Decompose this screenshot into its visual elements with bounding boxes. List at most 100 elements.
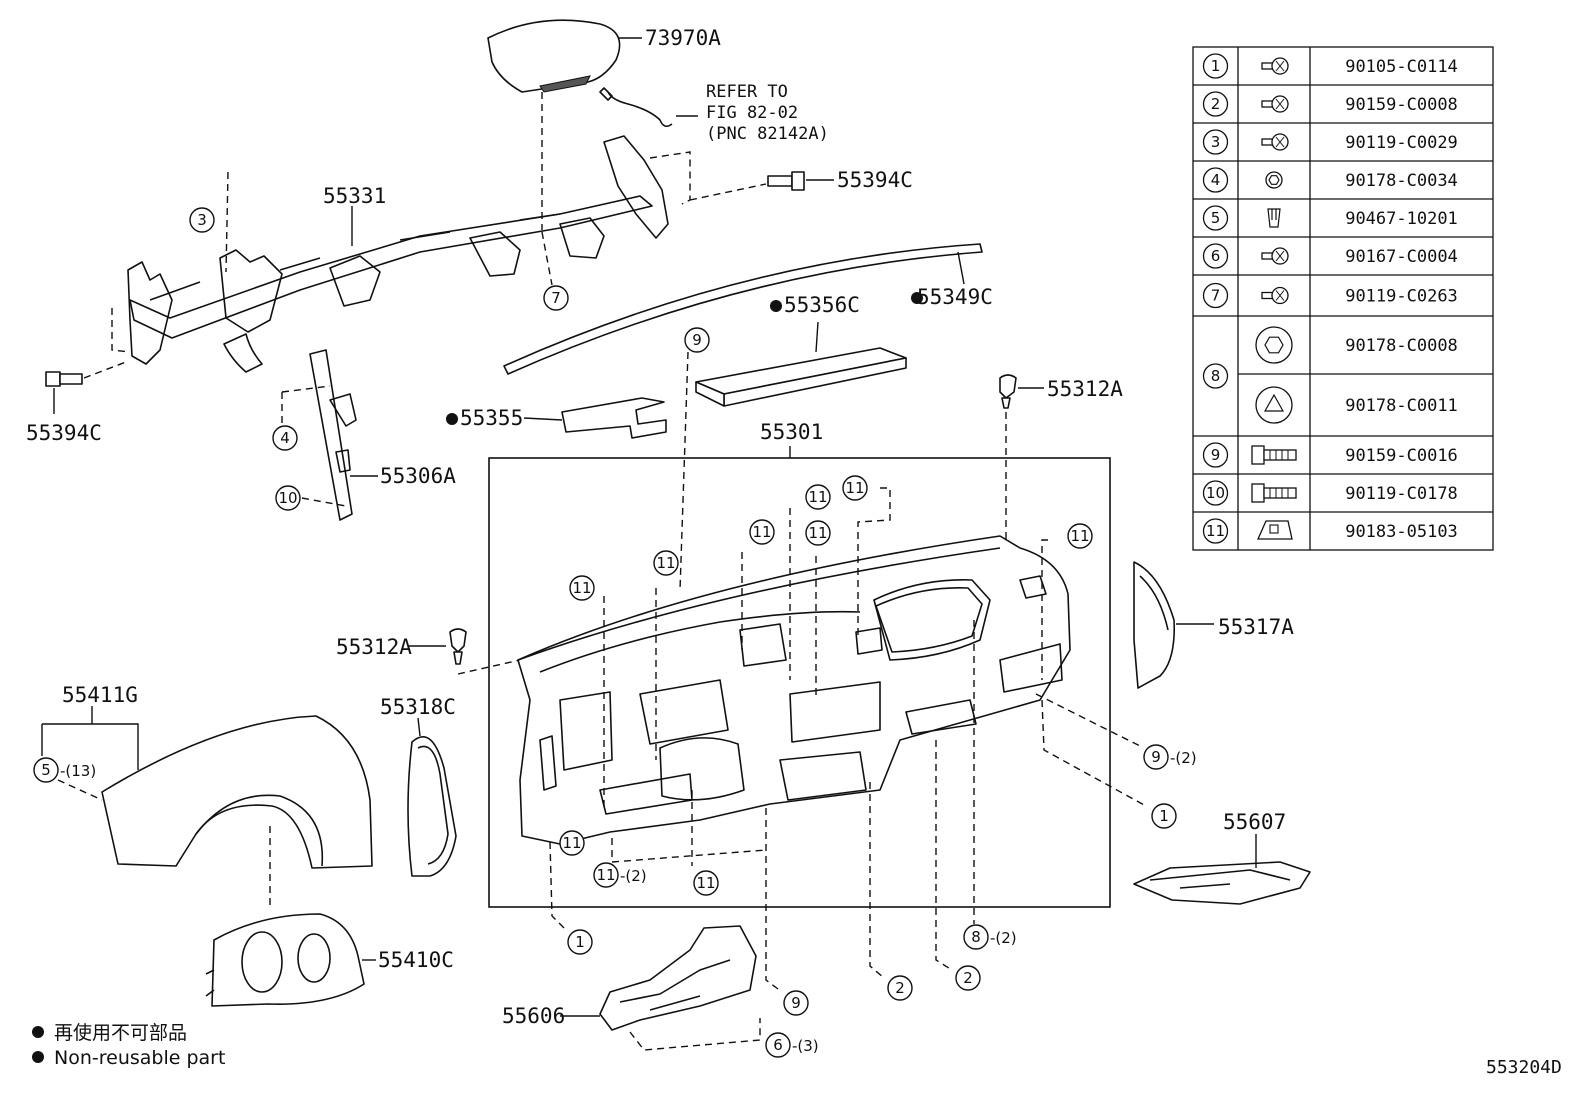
legend-japanese: 再使用不可部品	[54, 1022, 187, 1044]
label-brace: 55306A	[380, 464, 456, 488]
clip-top-part	[999, 374, 1044, 542]
fastener-part-number: 90119-C0263	[1345, 287, 1458, 307]
callout-11-b: 11	[653, 550, 679, 576]
fastener-ref: 5	[1211, 209, 1221, 227]
reinf-dash-right	[649, 151, 691, 205]
airbag-part	[487, 19, 642, 93]
qty-6: -(3)	[792, 1037, 819, 1055]
panel-dash-lines	[549, 487, 1147, 993]
panel-group-box	[488, 457, 1111, 908]
svg-text:11: 11	[808, 524, 827, 542]
qty-8: -(2)	[990, 929, 1017, 947]
fastener-part-number: 90167-C0004	[1345, 247, 1458, 267]
fastener-ref: 7	[1211, 287, 1221, 305]
fastener-ref: 6	[1211, 247, 1221, 265]
svg-text:2: 2	[963, 969, 973, 987]
fastener-ref-circle	[1202, 363, 1229, 389]
qty-9: -(2)	[1170, 749, 1197, 767]
svg-text:11: 11	[656, 554, 675, 572]
legend-dot	[32, 1051, 44, 1063]
under-cover-center-part	[560, 925, 761, 1051]
bolt-long-icon	[1251, 445, 1297, 465]
fastener-part-number: 90119-C0029	[1345, 133, 1458, 153]
fastener-row: 6 90167-C0004	[1202, 243, 1458, 269]
brace-part	[281, 349, 378, 521]
non-reusable-mark	[770, 300, 782, 312]
qty-11: -(2)	[620, 867, 647, 885]
fastener-part-number: 90159-C0008	[1345, 95, 1458, 115]
callout-1-bottom: 1	[567, 929, 593, 955]
fastener-part-number: 90105-C0114	[1345, 57, 1458, 77]
dash-9-top	[679, 351, 689, 591]
callout-11-f: 11	[842, 475, 868, 501]
fastener-row: 1 90105-C0114	[1202, 53, 1458, 79]
svg-text:1: 1	[575, 933, 585, 951]
fastener-ref-circle	[1202, 91, 1229, 117]
svg-text:10: 10	[278, 489, 297, 507]
svg-text:11: 11	[808, 488, 827, 506]
fastener-ref: 9	[1211, 446, 1221, 464]
non-reusable-mark	[911, 292, 923, 304]
fastener-ref: 2	[1211, 95, 1221, 113]
fastener-ref-circle	[1202, 53, 1229, 79]
qty-5: -(13)	[60, 762, 96, 780]
svg-text:11: 11	[1070, 527, 1089, 545]
svg-text:9: 9	[791, 994, 801, 1012]
fastener-ref: 1	[1211, 57, 1221, 75]
callout-11-d: 11	[805, 484, 831, 510]
svg-text:1: 1	[1159, 807, 1169, 825]
svg-text:5: 5	[41, 761, 51, 779]
callout-6: 6	[765, 1032, 791, 1058]
label-bolt-left: 55394C	[26, 421, 102, 445]
pad-t-part	[523, 397, 667, 439]
side-cover-left-part	[407, 717, 457, 877]
reinf-dash-left	[111, 308, 131, 353]
fastener-ref-circle	[1202, 442, 1229, 468]
fastener-row: 90178-C0011	[1255, 386, 1458, 424]
label-side-cover-left: 55318C	[380, 695, 456, 719]
reinforcement-part	[127, 135, 669, 373]
fastener-part-number: 90178-C0011	[1345, 396, 1458, 416]
callout-1-right: 1	[1151, 803, 1177, 829]
fastener-ref: 4	[1211, 171, 1221, 189]
callout-3: 3	[189, 207, 215, 233]
fastener-part-number: 90467-10201	[1345, 209, 1458, 229]
cluster-hood-part	[205, 913, 376, 1007]
fastener-row: 7 90119-C0263	[1202, 282, 1458, 309]
callout-7: 7	[543, 285, 569, 311]
svg-text:3: 3	[197, 211, 207, 229]
bolt-icon	[1261, 247, 1289, 265]
svg-text:7: 7	[551, 289, 561, 307]
fastener-ref: 10	[1206, 484, 1225, 502]
label-clip-top: 55312A	[1047, 377, 1123, 401]
label-pad-t: 55355	[460, 406, 523, 430]
fastener-ref-circle	[1202, 480, 1229, 506]
legend-dot	[32, 1026, 44, 1038]
svg-text:6: 6	[773, 1036, 783, 1054]
fastener-ref-circle	[1202, 243, 1229, 269]
table-border	[1192, 46, 1494, 551]
fastener-row: 5 90467-10201	[1202, 205, 1458, 231]
callout-8: 8	[963, 924, 989, 950]
svg-text:2: 2	[895, 979, 905, 997]
reinf-dash-7	[541, 231, 553, 286]
callout-11-e: 11	[805, 520, 831, 546]
figure-code: 553204D	[1486, 1057, 1562, 1078]
refer-line2: FIG 82-02	[706, 103, 798, 123]
fastener-ref-circle	[1202, 129, 1229, 155]
label-bolt-right: 55394C	[837, 168, 913, 192]
fastener-part-number: 90178-C0008	[1345, 336, 1458, 356]
callout-11-g: 11	[1067, 523, 1093, 549]
callout-4: 4	[272, 425, 298, 451]
fastener-part-number: 90183-05103	[1345, 522, 1458, 542]
clip-nut-icon	[1256, 520, 1293, 540]
legend: 再使用不可部品 Non-reusable part	[32, 1022, 225, 1069]
clip-icon	[1267, 208, 1281, 228]
